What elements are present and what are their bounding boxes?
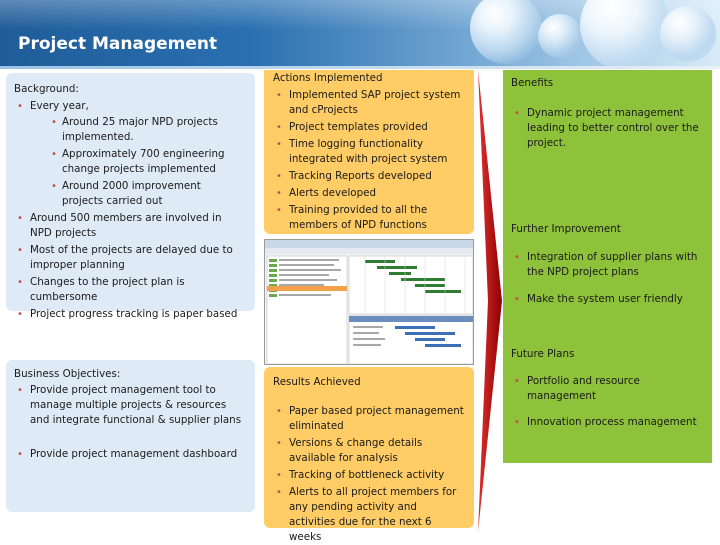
further-improvement-heading: Further Improvement [511, 223, 621, 235]
results-heading: Results Achieved [273, 376, 361, 388]
list-item: Project templates provided [273, 120, 466, 135]
list-item: Versions & change details available for … [273, 436, 466, 466]
results-list: Paper based project management eliminate… [273, 404, 466, 545]
list-item: Implemented SAP project system and cProj… [273, 88, 466, 118]
future-plans-heading: Future Plans [511, 348, 575, 360]
background-panel: Background: Every year, Around 25 major … [6, 73, 255, 322]
decorative-bubble-icon [538, 14, 582, 58]
list-item: Most of the projects are delayed due to … [14, 243, 245, 273]
decorative-bubble-icon [580, 0, 670, 68]
business-objectives-list: Provide project management tool to manag… [14, 383, 245, 462]
decorative-bubble-icon [660, 6, 716, 62]
list-item: Provide project management dashboard [14, 447, 245, 462]
future-plans-list: Portfolio and resource management Innova… [511, 374, 709, 432]
list-item: Approximately 700 engineering change pro… [48, 147, 245, 177]
list-item: Around 2000 improvement projects carried… [48, 179, 245, 209]
actions-heading: Actions Implemented [273, 72, 383, 84]
list-item: Around 500 members are involved in NPD p… [14, 211, 245, 241]
business-objectives-heading: Business Objectives: [14, 368, 121, 380]
list-item: Dynamic project management leading to be… [511, 106, 702, 151]
list-item: Make the system user friendly [511, 292, 703, 307]
list-item: Changes to the project plan is cumbersom… [14, 275, 245, 305]
benefits-list: Dynamic project management leading to be… [511, 106, 702, 151]
results-achieved-panel: Results Achieved Paper based project man… [264, 367, 474, 543]
title-divider [0, 66, 720, 69]
list-item: Around 25 major NPD projects implemented… [48, 115, 245, 145]
red-arrow-icon [478, 70, 502, 532]
business-objectives-panel: Business Objectives: Provide project man… [6, 360, 255, 512]
list-item: Paper based project management eliminate… [273, 404, 466, 434]
benefits-panel: Benefits Dynamic project management lead… [503, 70, 712, 463]
list-item: Project progress tracking is paper based [14, 307, 245, 322]
actions-list: Implemented SAP project system and cProj… [273, 88, 466, 233]
list-item: Training provided to all the members of … [273, 203, 466, 233]
project-system-screenshot [264, 239, 474, 365]
page-title: Project Management [18, 34, 218, 54]
background-list: Every year, Around 25 major NPD projects… [14, 99, 245, 322]
gantt-chart-thumbnail [265, 240, 473, 364]
actions-implemented-panel: Actions Implemented Implemented SAP proj… [264, 70, 474, 234]
list-item: Time logging functionality integrated wi… [273, 137, 466, 167]
benefits-heading: Benefits [511, 77, 554, 89]
list-item: Innovation process management [511, 415, 709, 430]
list-item: Provide project management tool to manag… [14, 383, 245, 428]
list-item: Portfolio and resource management [511, 374, 709, 404]
background-sublist: Around 25 major NPD projects implemented… [48, 115, 245, 209]
background-heading: Background: [14, 83, 79, 95]
decorative-bubble-icon [470, 0, 542, 64]
list-item: Every year, Around 25 major NPD projects… [14, 99, 245, 209]
list-item: Tracking of bottleneck activity [273, 468, 466, 483]
list-item: Alerts developed [273, 186, 466, 201]
title-banner: Project Management [0, 0, 720, 68]
further-improvement-list: Integration of supplier plans with the N… [511, 250, 703, 309]
list-item-text: Every year, [30, 100, 89, 112]
list-item: Tracking Reports developed [273, 169, 466, 184]
list-item: Alerts to all project members for any pe… [273, 485, 466, 545]
list-item: Integration of supplier plans with the N… [511, 250, 703, 280]
